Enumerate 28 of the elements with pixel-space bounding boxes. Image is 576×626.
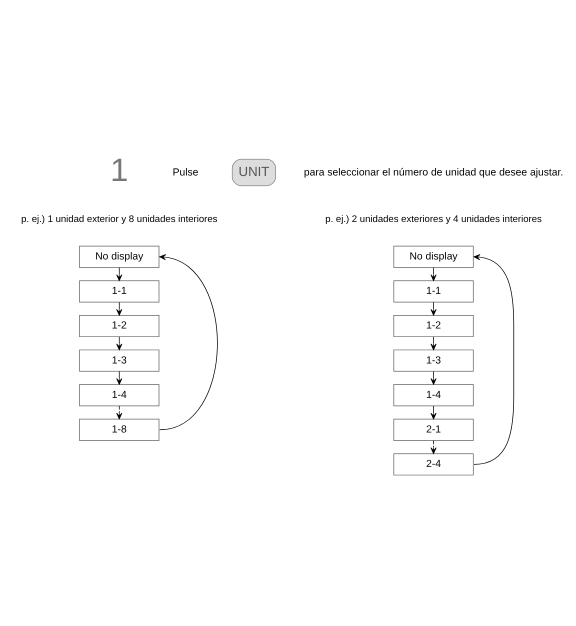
node-box: 1-4 <box>79 384 160 406</box>
node-box: 1-1 <box>79 280 160 302</box>
arrow <box>430 370 437 384</box>
node-box: 1-2 <box>79 314 160 337</box>
node-box: 1-8 <box>79 418 160 440</box>
label: 1 <box>110 151 128 188</box>
node-box: No display <box>79 245 160 268</box>
node-box: 1-3 <box>393 349 474 372</box>
node-box: 1-2 <box>393 314 474 337</box>
label: Pulse <box>172 166 198 178</box>
label: UNIT <box>238 163 270 178</box>
node-box: 2-4 <box>393 452 474 475</box>
arrow <box>159 254 218 430</box>
label: p. ej.) 1 unidad exterior y 8 unidades interiores <box>21 214 218 225</box>
arrow <box>430 440 437 454</box>
node-box: 1-4 <box>393 384 474 406</box>
arrow <box>430 336 437 350</box>
label: para seleccionar el número de unidad que desee ajustar. <box>304 166 564 178</box>
node-box: 1-1 <box>393 280 474 302</box>
arrow <box>474 254 514 464</box>
label: p. ej.) 2 unidades exteriores y 4 unidades interiores <box>325 214 542 225</box>
arrow <box>430 301 437 316</box>
node-box: 2-1 <box>393 418 474 440</box>
arrow <box>116 405 122 419</box>
arrow <box>430 266 437 280</box>
arrow <box>430 405 437 419</box>
node-box: No display <box>393 245 474 268</box>
node-box: 1-3 <box>79 349 160 372</box>
